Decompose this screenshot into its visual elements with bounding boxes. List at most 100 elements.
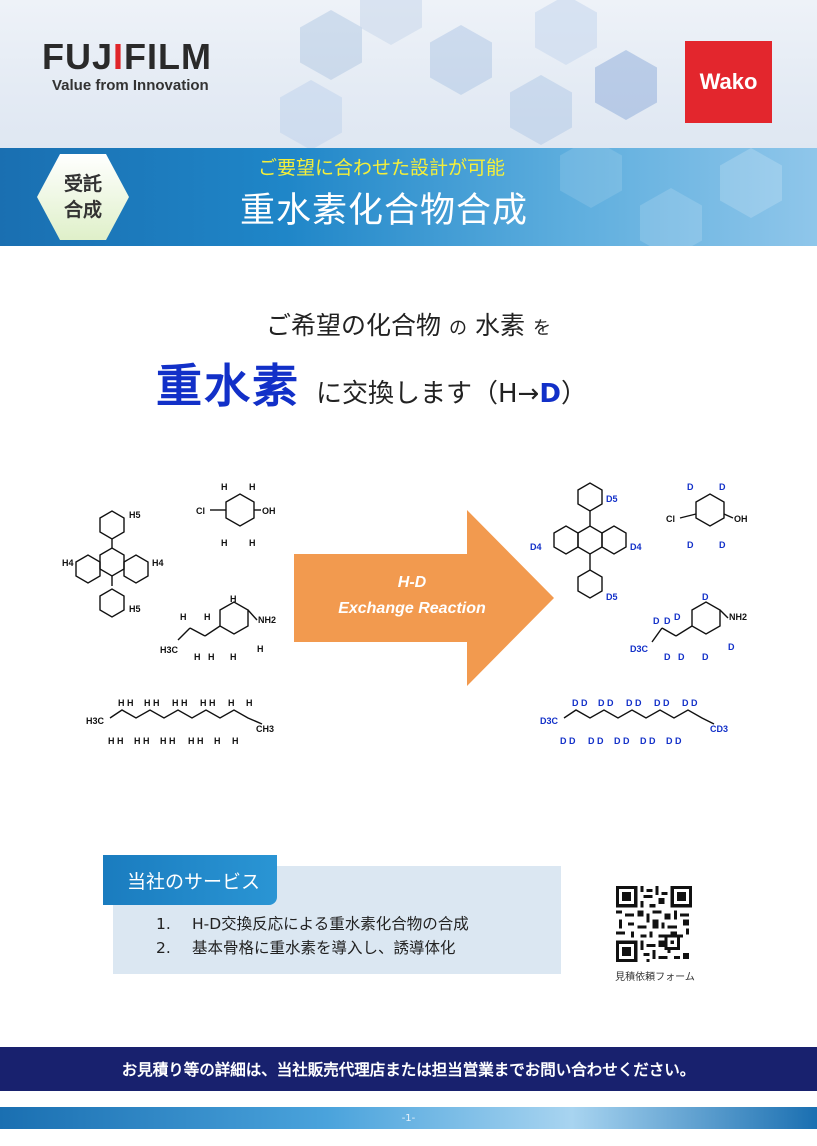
svg-text:H: H (246, 698, 253, 708)
badge-line1: 受託 (63, 173, 102, 195)
decor-hexagon (535, 0, 597, 65)
dodecane-h: H3C H H H H H H H H H H H H H H H H H H … (86, 698, 274, 746)
chlorophenol-h: Cl OH H H H H (196, 482, 276, 548)
svg-text:CH3: CH3 (256, 724, 274, 734)
arrow-label-hd: H-D (398, 574, 427, 591)
svg-text:H: H (221, 482, 228, 492)
svg-text:D: D (702, 652, 709, 662)
svg-text:H: H (257, 644, 264, 654)
svg-text:D3C: D3C (630, 644, 649, 654)
svg-text:D5: D5 (606, 494, 618, 504)
svg-text:NH2: NH2 (258, 615, 276, 625)
qr-caption: 見積依頼フォーム (615, 972, 695, 983)
svg-text:H: H (249, 538, 256, 548)
propylaniline-d: NH2 D3C D D D D D D D D (630, 592, 747, 662)
headline-d: D (539, 379, 561, 409)
diphenylanthracene-d: D5 D4 D4 D5 (530, 482, 642, 602)
headline-close-paren: ） (560, 379, 587, 409)
fujifilm-tagline: Value from Innovation (52, 77, 209, 94)
svg-text:H: H (249, 482, 256, 492)
svg-text:H H: H H (118, 698, 134, 708)
svg-text:D: D (653, 616, 660, 626)
headline-deuterium: 重水素 (156, 359, 300, 413)
svg-text:H: H (232, 736, 239, 746)
svg-text:H4: H4 (152, 558, 164, 568)
svg-text:H H: H H (160, 736, 176, 746)
svg-text:H H: H H (144, 698, 160, 708)
wako-logo: Wako (685, 41, 772, 123)
arrow-label-exchange: Exchange Reaction (338, 600, 486, 617)
badge-line2: 合成 (63, 199, 102, 221)
chlorophenol-d: Cl OH D D D D (666, 482, 748, 550)
headline-line1: ご希望の化合物 の 水素 を (0, 306, 817, 342)
svg-text:H5: H5 (129, 604, 141, 614)
services-tab: 当社のサービス (103, 855, 277, 905)
svg-text:H H: H H (188, 736, 204, 746)
list-item-text: H-D交換反応による重水素化合物の合成 (192, 915, 469, 933)
svg-text:D D: D D (588, 736, 604, 746)
services-list: 1. H-D交換反応による重水素化合物の合成 2. 基本骨格に重水素を導入し、誘… (156, 912, 469, 960)
svg-text:D D: D D (640, 736, 656, 746)
svg-text:OH: OH (262, 506, 276, 516)
svg-text:H: H (204, 612, 211, 622)
decor-hexagon (300, 10, 362, 80)
page-footer: -1- (0, 1107, 817, 1129)
page-title: 重水素化合物合成 (240, 191, 529, 231)
decor-hexagon (280, 80, 342, 148)
svg-text:H: H (230, 594, 237, 604)
svg-text:H H: H H (108, 736, 124, 746)
svg-text:D5: D5 (606, 592, 618, 602)
diphenylanthracene-h: H5 H4 H4 H5 (62, 510, 164, 618)
svg-text:D: D (687, 540, 694, 550)
svg-text:NH2: NH2 (729, 612, 747, 622)
headline-particle-wo: を (532, 318, 551, 339)
list-item: 1. H-D交換反応による重水素化合物の合成 (156, 912, 469, 936)
decor-hexagon (640, 188, 702, 246)
svg-text:H H: H H (200, 698, 216, 708)
list-item-number: 2. (156, 939, 171, 957)
svg-text:H3C: H3C (160, 645, 179, 655)
decor-hexagon (720, 148, 782, 218)
svg-text:D: D (728, 642, 735, 652)
svg-text:D: D (702, 592, 709, 602)
svg-text:H5: H5 (129, 510, 141, 520)
list-item-text: 基本骨格に重水素を導入し、誘導体化 (192, 939, 456, 957)
decor-hexagon (595, 50, 657, 120)
svg-text:D: D (678, 652, 685, 662)
svg-text:H: H (208, 652, 215, 662)
fujifilm-logo: FUJIFILM (42, 36, 213, 77)
page-number: -1- (401, 1112, 416, 1124)
quote-form-qr-code[interactable] (616, 886, 692, 962)
svg-text:H: H (194, 652, 201, 662)
svg-text:H3C: H3C (86, 716, 105, 726)
svg-text:H H: H H (172, 698, 188, 708)
svg-text:H: H (214, 736, 221, 746)
decor-hexagon (560, 148, 622, 208)
svg-text:Cl: Cl (196, 506, 205, 516)
svg-text:D: D (674, 612, 681, 622)
footer-notice-text: お見積り等の詳細は、当社販売代理店または担当営業までお問い合わせください。 (121, 1061, 696, 1079)
svg-text:D D: D D (654, 698, 670, 708)
svg-text:D: D (687, 482, 694, 492)
svg-text:D: D (664, 616, 671, 626)
svg-text:D: D (664, 652, 671, 662)
dodecane-d: D3C D D D D D D D D D D D D D D D D D D … (540, 698, 728, 746)
contract-synthesis-badge: 受託 合成 (37, 154, 129, 240)
list-item: 2. 基本骨格に重水素を導入し、誘導体化 (156, 936, 469, 960)
propylaniline-h: NH2 H3C H H H H H H H (160, 594, 276, 662)
svg-text:H: H (230, 652, 237, 662)
svg-text:D D: D D (682, 698, 698, 708)
title-band: 受託 合成 ご要望に合わせた設計が可能 重水素化合物合成 (0, 148, 817, 246)
svg-text:H4: H4 (62, 558, 74, 568)
svg-text:H: H (228, 698, 235, 708)
svg-text:H H: H H (134, 736, 150, 746)
footer-notice: お見積り等の詳細は、当社販売代理店または担当営業までお問い合わせください。 (0, 1047, 817, 1091)
reaction-arrow: H-D Exchange Reaction (294, 510, 554, 686)
svg-text:CD3: CD3 (710, 724, 728, 734)
svg-text:D: D (719, 482, 726, 492)
svg-text:D D: D D (560, 736, 576, 746)
svg-text:D D: D D (666, 736, 682, 746)
decor-hexagon (360, 0, 422, 45)
svg-text:D D: D D (572, 698, 588, 708)
svg-text:D3C: D3C (540, 716, 559, 726)
